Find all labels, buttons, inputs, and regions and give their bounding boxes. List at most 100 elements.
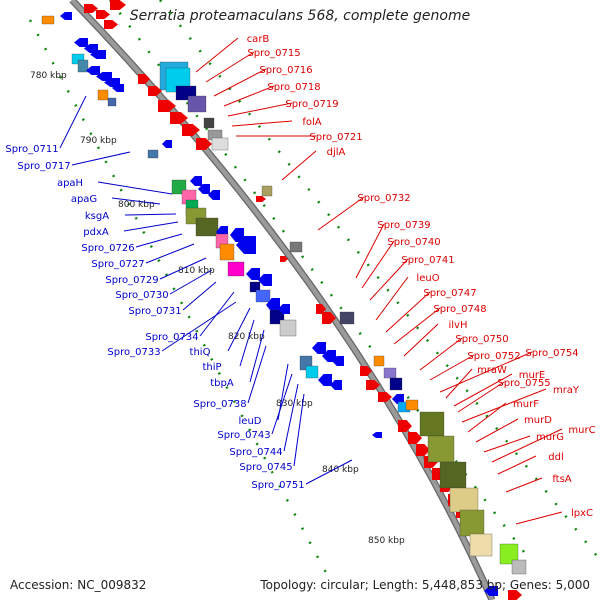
gene-reverse-arrow xyxy=(208,190,220,200)
gene-block xyxy=(249,281,261,293)
forward-gene-label: Spro_0715 xyxy=(247,48,300,59)
scale-tick-label: 830 kbp xyxy=(276,399,313,409)
forward-leader-line xyxy=(281,150,317,181)
gene-block xyxy=(261,185,273,197)
forward-leader-line xyxy=(505,477,543,493)
gene-reverse-arrow xyxy=(198,184,210,194)
reverse-gene-label: thiP xyxy=(202,362,221,373)
forward-gene-label: Spro_0721 xyxy=(309,132,362,143)
forward-leader-line xyxy=(355,223,385,279)
forward-gene-label: Spro_0748 xyxy=(433,304,486,315)
gene-reverse-arrow xyxy=(112,84,124,92)
gene-reverse-arrow xyxy=(236,236,256,254)
forward-leader-line xyxy=(461,388,547,423)
gene-forward-arrow xyxy=(408,432,422,444)
gene-reverse-arrow xyxy=(318,374,332,386)
gene-forward-arrow xyxy=(96,10,110,19)
gene-block xyxy=(97,89,109,101)
reverse-leader-line xyxy=(97,181,173,195)
forward-gene-label: mraY xyxy=(553,385,580,396)
gene-reverse-arrow xyxy=(246,268,260,280)
gene-forward-arrow xyxy=(138,74,150,84)
gene-forward-arrow xyxy=(182,124,200,136)
forward-gene-label: Spro_0747 xyxy=(423,288,476,299)
forward-gene-label: murE xyxy=(519,370,546,381)
gene-forward-arrow xyxy=(360,366,372,376)
gene-reverse-arrow xyxy=(60,12,72,20)
gene-block xyxy=(511,559,527,575)
reverse-leader-line xyxy=(182,281,217,311)
gene-forward-arrow xyxy=(104,20,118,29)
gene-block xyxy=(339,311,355,325)
forward-leader-line xyxy=(369,258,409,301)
gene-forward-arrow xyxy=(416,444,430,456)
reverse-gene-label: tbpA xyxy=(210,378,234,389)
gene-block xyxy=(107,97,117,107)
gene-reverse-arrow xyxy=(372,432,382,438)
gene-block xyxy=(211,137,229,151)
gene-forward-arrow xyxy=(158,100,176,112)
gene-reverse-arrow xyxy=(330,380,342,390)
forward-gene-label: djlA xyxy=(327,147,346,158)
gene-forward-arrow xyxy=(378,392,392,402)
forward-gene-label: Spro_0716 xyxy=(259,65,312,76)
gene-reverse-arrow xyxy=(84,44,98,53)
gene-block xyxy=(77,59,89,73)
reverse-leader-line xyxy=(271,373,293,435)
gene-reverse-arrow xyxy=(258,274,272,286)
reverse-leader-line xyxy=(135,233,183,248)
reverse-leader-line xyxy=(239,319,255,367)
reverse-leader-line xyxy=(293,393,305,467)
gene-reverse-arrow xyxy=(190,176,202,186)
gene-block xyxy=(459,509,485,537)
scale-tick-label: 790 kbp xyxy=(80,136,117,146)
forward-leader-line xyxy=(213,68,267,97)
forward-leader-line xyxy=(195,37,239,73)
reverse-gene-label: Spro_0729 xyxy=(105,275,158,286)
reverse-gene-label: Spro_0745 xyxy=(239,462,292,473)
reverse-leader-line xyxy=(59,95,87,149)
forward-leader-line xyxy=(223,85,275,107)
forward-gene-label: Spro_0732 xyxy=(357,193,410,204)
gene-block xyxy=(289,241,303,253)
forward-leader-line xyxy=(491,428,563,463)
gene-block xyxy=(405,399,419,411)
gene-block xyxy=(419,411,445,437)
reverse-leader-line xyxy=(123,221,179,232)
reverse-gene-label: Spro_0727 xyxy=(91,259,144,270)
gene-reverse-arrow xyxy=(312,342,326,354)
reverse-gene-label: Spro_0731 xyxy=(128,306,181,317)
gene-block xyxy=(279,319,297,337)
accession-label: Accession: NC_009832 xyxy=(10,578,147,592)
gene-forward-arrow xyxy=(256,196,266,202)
gene-block xyxy=(469,533,493,557)
scale-tick-label: 820 kbp xyxy=(228,332,265,342)
forward-gene-label: mraW xyxy=(477,365,507,376)
reverse-gene-label: Spro_0711 xyxy=(5,144,58,155)
scale-tick-label: 800 kbp xyxy=(118,200,155,210)
reverse-leader-line xyxy=(161,301,237,352)
reverse-gene-label: pdxA xyxy=(83,227,109,238)
forward-gene-label: Spro_0750 xyxy=(455,334,508,345)
reverse-gene-label: ksgA xyxy=(85,211,109,222)
forward-gene-label: Spro_0740 xyxy=(387,237,440,248)
gene-forward-arrow xyxy=(196,138,212,150)
forward-gene-label: Spro_0755 xyxy=(497,378,550,389)
reverse-gene-label: Spro_0751 xyxy=(251,480,304,491)
gene-reverse-arrow xyxy=(230,228,244,242)
reverse-leader-line xyxy=(283,383,299,452)
reverse-gene-label: Spro_0743 xyxy=(217,430,270,441)
gene-forward-arrow xyxy=(322,312,336,324)
forward-gene-label: ddl xyxy=(548,452,563,463)
reverse-gene-label: Spro_0730 xyxy=(115,290,168,301)
forward-leader-line xyxy=(361,240,395,289)
gene-reverse-arrow xyxy=(322,350,336,362)
scale-tick-label: 850 kbp xyxy=(368,536,405,546)
reverse-gene-label: thiQ xyxy=(190,347,211,358)
forward-gene-label: Spro_0739 xyxy=(377,220,430,231)
reverse-gene-label: Spro_0738 xyxy=(193,399,246,410)
scale-rail-2 xyxy=(159,0,600,561)
forward-leader-line xyxy=(429,354,475,381)
forward-leader-line xyxy=(439,351,533,393)
